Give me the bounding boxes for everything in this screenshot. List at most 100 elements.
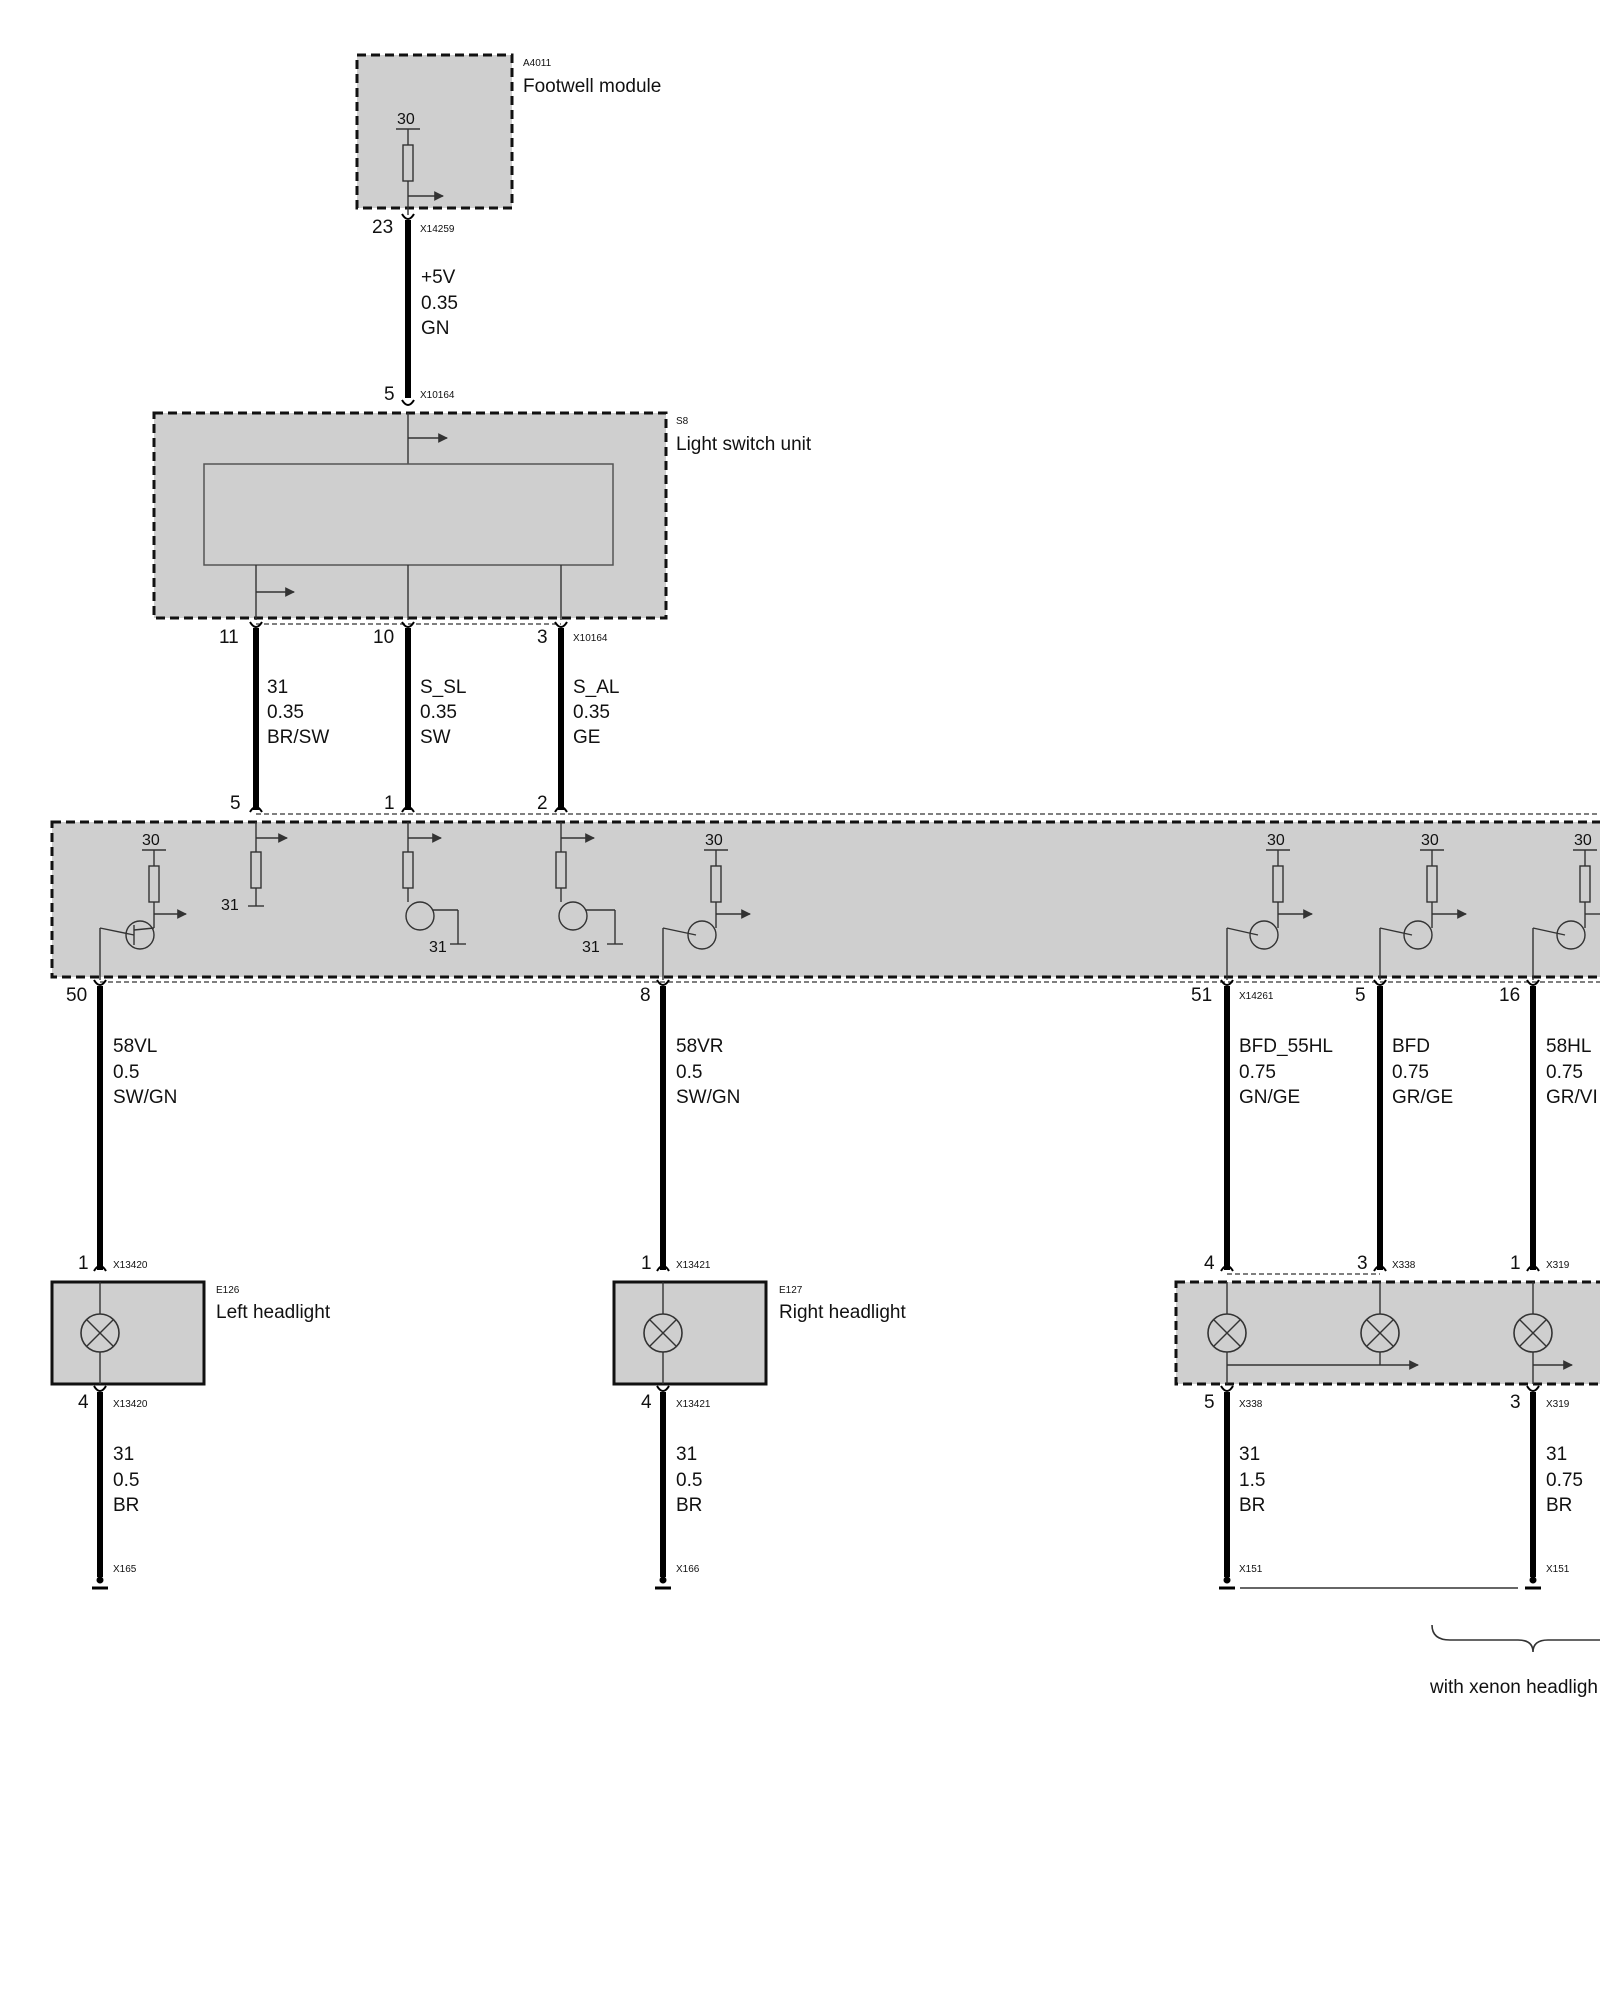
connector-x319-top: X319 xyxy=(1546,1260,1570,1271)
pin-5-xr: 5 xyxy=(1204,1392,1215,1413)
wire-s-al-size: 0.35 xyxy=(573,702,610,723)
ground-lh-color: BR xyxy=(113,1495,139,1516)
pin-4-lh: 4 xyxy=(78,1392,89,1413)
wire-58vl-signal: 58VL xyxy=(113,1036,157,1057)
pin-1-lh: 1 xyxy=(78,1253,89,1274)
terminal-31-b: 31 xyxy=(429,939,447,956)
ground-x319-signal: 31 xyxy=(1546,1444,1567,1465)
wire-31-size: 0.35 xyxy=(267,702,304,723)
wire-58vl-color: SW/GN xyxy=(113,1087,177,1108)
driver-transistor xyxy=(125,920,155,950)
ground-lh-size: 0.5 xyxy=(113,1470,139,1491)
connector-x14259: X14259 xyxy=(420,224,455,235)
terminal-31-c: 31 xyxy=(582,939,600,956)
wire-58hl-color: GR/VI xyxy=(1546,1087,1598,1108)
terminal-30-label: 30 xyxy=(397,111,415,128)
left-headlight-name: Left headlight xyxy=(216,1302,331,1323)
footwell-module: A4011 Footwell module 30 xyxy=(355,53,661,215)
light-switch-code: S8 xyxy=(676,416,689,427)
wire-58hl-signal: 58HL xyxy=(1546,1036,1591,1057)
pin-51: 51 xyxy=(1191,985,1212,1006)
wire-31-color: BR/SW xyxy=(267,727,329,748)
pin-8: 8 xyxy=(640,985,651,1006)
pin-1-bm: 1 xyxy=(384,793,395,814)
ground-lh-signal: 31 xyxy=(113,1444,134,1465)
left-headlight-code: E126 xyxy=(216,1285,240,1296)
connector-x13421-bottom: X13421 xyxy=(676,1399,711,1410)
right-headlight-name: Right headlight xyxy=(779,1302,906,1323)
wire-58vl-size: 0.5 xyxy=(113,1062,139,1083)
wire-bfd-55hl-size: 0.75 xyxy=(1239,1062,1276,1083)
connector-x10164-bottom: X10164 xyxy=(573,633,608,644)
terminal-30-d: 30 xyxy=(1421,832,1439,849)
ground-x319-color: BR xyxy=(1546,1495,1572,1516)
pin-2-bm: 2 xyxy=(537,793,548,814)
wire-5v-signal: +5V xyxy=(421,267,456,288)
ground-x338-size: 1.5 xyxy=(1239,1470,1265,1491)
connector-x13421-top: X13421 xyxy=(676,1260,711,1271)
pin-5-bm: 5 xyxy=(230,793,241,814)
right-headlight-code: E127 xyxy=(779,1285,803,1296)
ground-x338-color: BR xyxy=(1239,1495,1265,1516)
wire-s-sl-size: 0.35 xyxy=(420,702,457,723)
wire-s-sl-color: SW xyxy=(420,727,451,748)
wire-s-al-color: GE xyxy=(573,727,600,748)
terminal-31-a: 31 xyxy=(221,897,239,914)
wire-s-al-signal: S_AL xyxy=(573,677,619,698)
pin-5-bfd: 5 xyxy=(1355,985,1366,1006)
wire-bfd-color: GR/GE xyxy=(1392,1087,1453,1108)
ground-rh-signal: 31 xyxy=(676,1444,697,1465)
xenon-brace xyxy=(1431,1624,1600,1653)
terminal-30-c: 30 xyxy=(1267,832,1285,849)
right-headlight xyxy=(612,1280,768,1386)
footwell-module-name: Footwell module xyxy=(523,76,661,97)
pin-11: 11 xyxy=(219,627,239,648)
wire-bfd-size: 0.75 xyxy=(1392,1062,1429,1083)
ground-x151-b: X151 xyxy=(1546,1564,1570,1575)
terminal-30-a: 30 xyxy=(142,832,160,849)
terminal-30-b: 30 xyxy=(705,832,723,849)
pin-3-xr: 3 xyxy=(1357,1253,1368,1274)
xenon-lamp-unit xyxy=(1174,1280,1600,1386)
ground-x338-signal: 31 xyxy=(1239,1444,1260,1465)
ground-rh-size: 0.5 xyxy=(676,1470,702,1491)
ground-x319-size: 0.75 xyxy=(1546,1470,1583,1491)
connector-x13420-top: X13420 xyxy=(113,1260,148,1271)
pin-3: 3 xyxy=(537,627,548,648)
light-switch-unit: S8 Light switch unit xyxy=(152,411,812,620)
connector-x338-top: X338 xyxy=(1392,1260,1416,1271)
connector-x10164-top: X10164 xyxy=(420,390,455,401)
wire-5v-size: 0.35 xyxy=(421,293,458,314)
pin-16: 16 xyxy=(1499,985,1520,1006)
xenon-note: with xenon headligh xyxy=(1429,1677,1598,1698)
wire-s-sl-signal: S_SL xyxy=(420,677,466,698)
connector-x13420-bottom: X13420 xyxy=(113,1399,148,1410)
pin-1-xr: 1 xyxy=(1510,1253,1521,1274)
pin-50: 50 xyxy=(66,985,87,1006)
footwell-module-code: A4011 xyxy=(523,58,552,69)
pin-5-ls: 5 xyxy=(384,384,395,405)
ground-x165: X165 xyxy=(113,1564,137,1575)
wire-5v-color: GN xyxy=(421,318,450,339)
wire-bfd-55hl-color: GN/GE xyxy=(1239,1087,1300,1108)
terminal-30-e: 30 xyxy=(1574,832,1592,849)
ground-x151-a: X151 xyxy=(1239,1564,1263,1575)
connector-x319-bottom: X319 xyxy=(1546,1399,1570,1410)
connector-x14261: X14261 xyxy=(1239,991,1274,1002)
pin-3-xr-bottom: 3 xyxy=(1510,1392,1521,1413)
left-headlight xyxy=(50,1280,206,1386)
pin-4-xr: 4 xyxy=(1204,1253,1215,1274)
wire-58vr-signal: 58VR xyxy=(676,1036,724,1057)
ground-rh-color: BR xyxy=(676,1495,702,1516)
pin-23: 23 xyxy=(372,217,393,238)
wire-58hl-size: 0.75 xyxy=(1546,1062,1583,1083)
wire-bfd-signal: BFD xyxy=(1392,1036,1430,1057)
wire-31-signal: 31 xyxy=(267,677,288,698)
pin-1-rh: 1 xyxy=(641,1253,652,1274)
pin-4-rh: 4 xyxy=(641,1392,652,1413)
output-module: 30 31 31 31 xyxy=(50,820,1600,980)
wire-58vr-color: SW/GN xyxy=(676,1087,740,1108)
pin-10: 10 xyxy=(373,627,394,648)
ground-x166: X166 xyxy=(676,1564,700,1575)
